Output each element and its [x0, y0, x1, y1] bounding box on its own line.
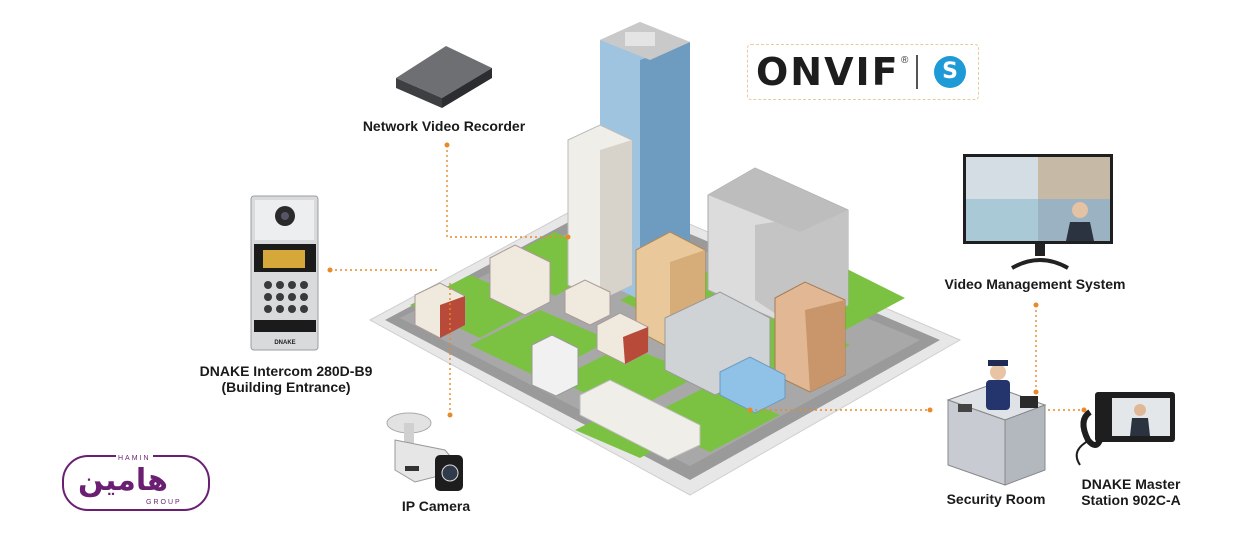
- onvif-profile-badge: S: [934, 56, 966, 88]
- onvif-wordmark: ONVIF: [756, 50, 900, 94]
- city-illustration: [368, 22, 962, 496]
- security-room-illustration: [946, 360, 1047, 486]
- logo-top-text: HAMIN: [116, 455, 153, 462]
- ip-camera-device: [386, 412, 463, 491]
- label-master-station: DNAKE Master Station 902C-A: [1068, 476, 1194, 508]
- label-security-room: Security Room: [946, 491, 1046, 507]
- connector-lines: [330, 145, 1084, 415]
- intercom-brand: DNAKE: [274, 340, 295, 346]
- label-ip-camera: IP Camera: [401, 498, 471, 514]
- master-station-device: [1075, 392, 1175, 466]
- onvif-registered-mark: ®: [901, 55, 909, 66]
- onvif-separator: [916, 55, 918, 89]
- label-intercom: DNAKE Intercom 280D-B9 (Building Entranc…: [188, 363, 384, 395]
- label-intercom-line2: (Building Entrance): [221, 379, 351, 395]
- intercom-panel-device: [250, 195, 319, 351]
- label-vms: Video Management System: [944, 276, 1126, 292]
- connector-dots: [327, 142, 1087, 418]
- nvr-device: [396, 46, 492, 108]
- hamin-group-logo: HAMIN هامین GROUP: [62, 455, 210, 511]
- logo-bottom-text: GROUP: [144, 499, 184, 506]
- label-nvr: Network Video Recorder: [362, 118, 526, 134]
- logo-main-text: هامین: [78, 463, 168, 498]
- vms-monitor: [963, 154, 1113, 270]
- onvif-logo: ONVIF ® S: [747, 44, 979, 100]
- label-master-line2: Station 902C-A: [1081, 492, 1181, 508]
- label-intercom-line1: DNAKE Intercom 280D-B9: [199, 363, 373, 379]
- label-master-line1: DNAKE Master: [1081, 476, 1181, 492]
